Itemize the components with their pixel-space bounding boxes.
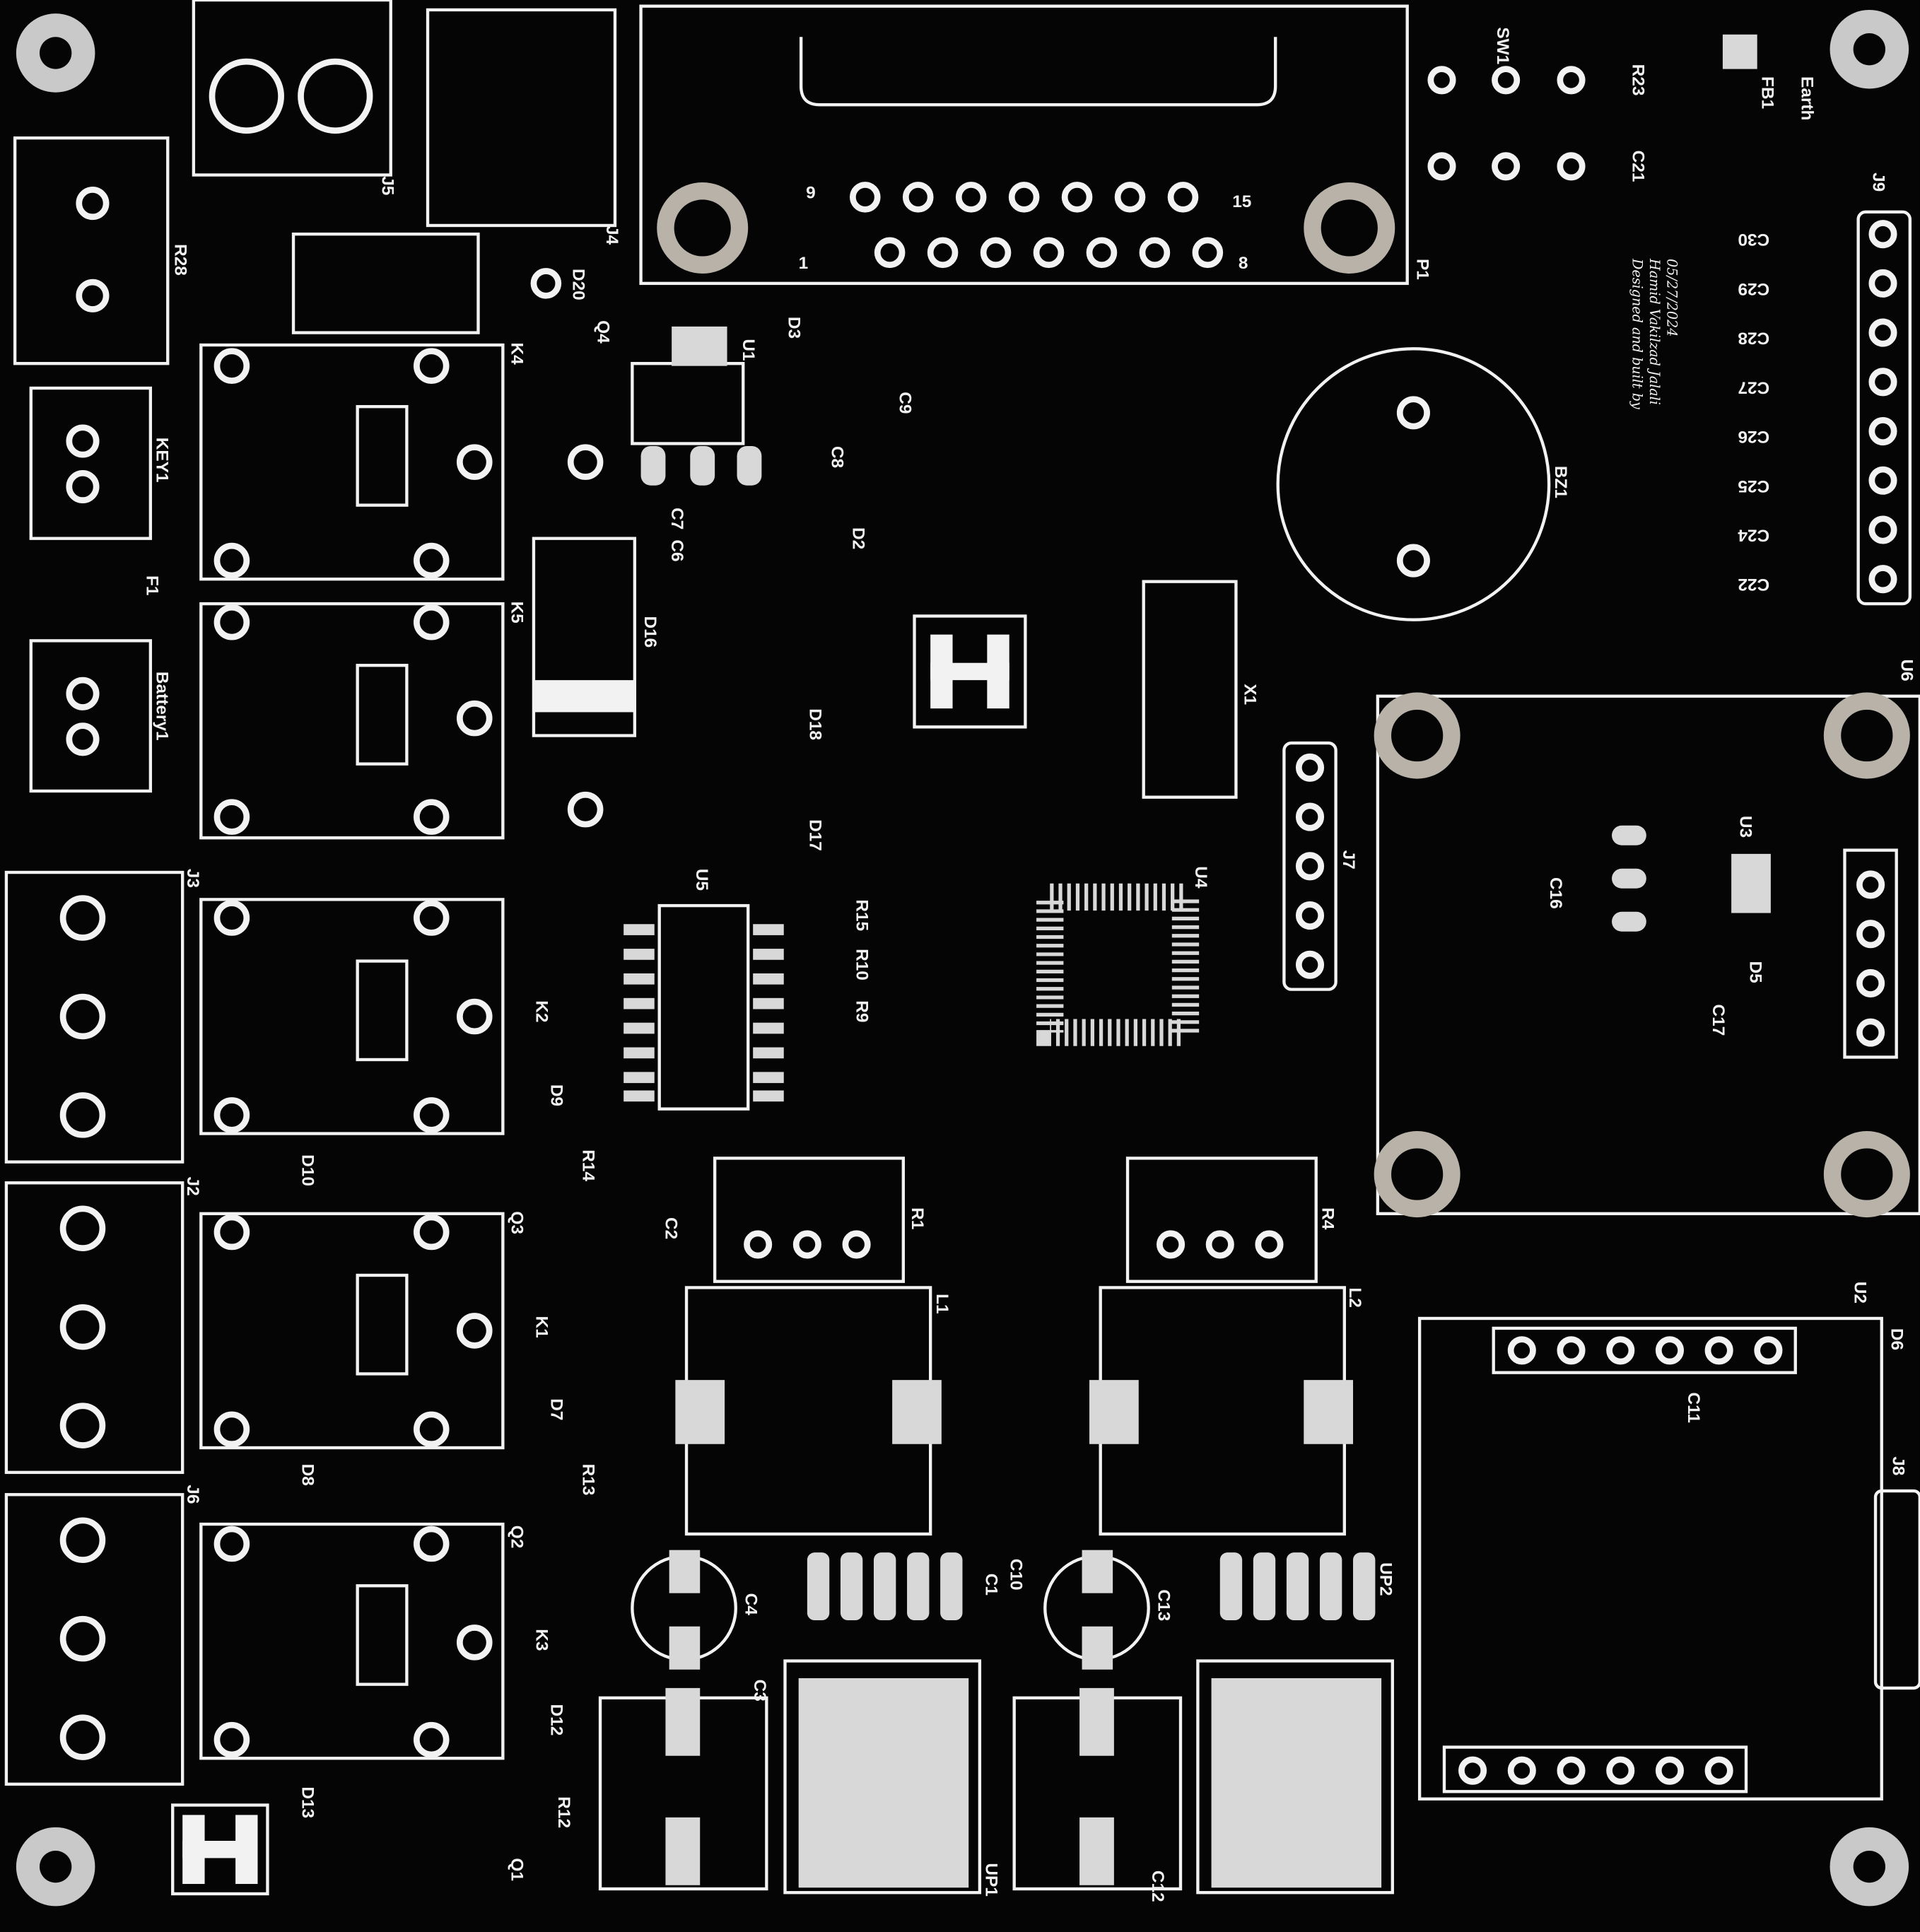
silkscreen-label-c4: C4	[742, 1593, 761, 1616]
silkscreen-label-q1: Q1	[508, 1858, 527, 1881]
silkscreen-label-k5: K5	[508, 602, 527, 623]
silkscreen-label-c24: C24	[1738, 525, 1769, 544]
silkscreen-label-d7: D7	[546, 1398, 566, 1420]
silkscreen-label-j6: J6	[183, 1485, 202, 1504]
silkscreen-outlines	[4, 0, 1920, 1896]
silkscreen-label-j9: J9	[1869, 172, 1888, 192]
silkscreen-label-d16: D16	[640, 616, 660, 648]
silkscreen-label-j3: J3	[183, 869, 202, 888]
silkscreen-label-c16: C16	[1546, 877, 1565, 909]
silkscreen-label-u4: U4	[1191, 866, 1210, 889]
silkscreen-label-fb1: FB1	[1758, 76, 1777, 109]
silkscreen-label-15: 15	[1232, 192, 1251, 211]
silkscreen-label-c8: C8	[828, 446, 847, 468]
silkscreen-label-j7: J7	[1339, 850, 1358, 870]
silkscreen-label-d20: D20	[569, 269, 588, 300]
pads	[16, 9, 1910, 1907]
silkscreen-label-sw1: SW1	[1493, 27, 1512, 64]
silkscreen-label-d9: D9	[546, 1084, 566, 1106]
silkscreen-label-d13: D13	[298, 1786, 317, 1818]
designer-signature: Designed and built by Hamid Vakilzad Jal…	[1629, 258, 1680, 410]
silkscreen-label-u2: U2	[1850, 1282, 1869, 1304]
silkscreen-label-k3: K3	[532, 1629, 551, 1651]
silkscreen-label-d8: D8	[298, 1464, 317, 1486]
silkscreen-label-1: 1	[799, 254, 809, 273]
silkscreen-label-l1: L1	[932, 1294, 952, 1313]
silkscreen-label-r28: R28	[171, 244, 190, 276]
silkscreen-label-j4: J4	[602, 226, 621, 245]
silkscreen-label-battery1: Battery1	[153, 672, 172, 741]
silkscreen-label-q2: Q2	[508, 1526, 527, 1549]
silkscreen-label-p1: P1	[1413, 259, 1432, 280]
silkscreen-label-c9: C9	[896, 392, 915, 414]
silkscreen-label-k1: K1	[532, 1316, 551, 1338]
silkscreen-label-j5: J5	[378, 176, 397, 195]
silkscreen-label-c17: C17	[1709, 1005, 1728, 1036]
silkscreen-label-r14: R14	[579, 1149, 598, 1181]
silkscreen-label-k4: K4	[508, 343, 527, 365]
silkscreen-label-u3: U3	[1735, 816, 1755, 838]
silkscreen-label-d6: D6	[1887, 1328, 1907, 1350]
signature-line-2: Hamid Vakilzad Jalali	[1646, 258, 1663, 405]
silkscreen-label-r13: R13	[579, 1464, 598, 1496]
silkscreen-label-c27: C27	[1738, 377, 1769, 397]
silkscreen-label-c26: C26	[1738, 427, 1769, 446]
silkscreen-label-f1: F1	[143, 575, 162, 595]
silkscreen-label-d3: D3	[785, 317, 804, 339]
silkscreen-label-up2: UP2	[1376, 1562, 1395, 1596]
silkscreen-label-key1: KEY1	[153, 438, 172, 483]
silkscreen-label-d12: D12	[546, 1704, 566, 1736]
silkscreen-label-c2: C2	[661, 1217, 680, 1239]
silkscreen-label-r1: R1	[908, 1207, 927, 1229]
silkscreen-label-r9: R9	[853, 1000, 872, 1022]
silkscreen-label-u6: U6	[1897, 659, 1916, 681]
silkscreen-label-d18: D18	[805, 708, 824, 740]
silkscreen-label-9: 9	[806, 184, 816, 203]
silkscreen-label-x1: X1	[1241, 684, 1260, 705]
silkscreen-label-l2: L2	[1345, 1287, 1364, 1307]
silkscreen-label-c28: C28	[1738, 329, 1769, 348]
silkscreen-label-k2: K2	[532, 1000, 551, 1022]
silkscreen-label-r10: R10	[853, 949, 872, 980]
u4-qfp-chip	[1036, 883, 1200, 1046]
silkscreen-label-8: 8	[1239, 254, 1248, 273]
silkscreen-label-r15: R15	[853, 899, 872, 931]
silkscreen-label-c12: C12	[1148, 1870, 1167, 1902]
silkscreen-label-c1: C1	[982, 1574, 1001, 1596]
silkscreen-label-r12: R12	[554, 1796, 573, 1828]
silkscreen-label-c10: C10	[1006, 1559, 1025, 1591]
silkscreen-label-u5: U5	[692, 869, 711, 891]
silkscreen-label-c25: C25	[1738, 476, 1769, 496]
silkscreen-label-q4: Q4	[594, 320, 613, 344]
silkscreen-label-d2: D2	[848, 527, 867, 549]
silkscreen-label-c11: C11	[1684, 1393, 1703, 1423]
silkscreen-label-c6: C6	[667, 539, 686, 561]
silkscreen-label-c22: C22	[1738, 575, 1769, 594]
silkscreen-label-d10: D10	[298, 1154, 317, 1186]
silkscreen-label-j8: J8	[1888, 1456, 1907, 1475]
silkscreen-label-c21: C21	[1629, 151, 1648, 182]
silkscreen-label-r23: R23	[1629, 64, 1648, 96]
silkscreen-label-q3: Q3	[508, 1211, 527, 1234]
silkscreen-label-earth: Earth	[1797, 76, 1816, 120]
silkscreen-label-r4: R4	[1318, 1207, 1337, 1230]
silkscreen-label-c3: C3	[750, 1680, 769, 1702]
silkscreen-label-d5: D5	[1745, 961, 1764, 983]
silkscreen-label-c30: C30	[1738, 230, 1769, 249]
signature-date: 05/27/2024	[1663, 259, 1680, 336]
signature-line-1: Designed and built by	[1629, 258, 1646, 410]
silkscreen-label-bz1: BZ1	[1551, 466, 1570, 498]
silkscreen-label-j2: J2	[183, 1177, 202, 1196]
h-logo	[182, 634, 1009, 1885]
silkscreen-label-up1: UP1	[982, 1863, 1001, 1896]
silkscreen-label-c13: C13	[1154, 1589, 1173, 1621]
silkscreen-label-u1: U1	[739, 339, 758, 361]
silkscreen-label-d17: D17	[805, 819, 824, 851]
silkscreen-label-c29: C29	[1738, 279, 1769, 298]
silkscreen-label-c7: C7	[667, 508, 686, 529]
